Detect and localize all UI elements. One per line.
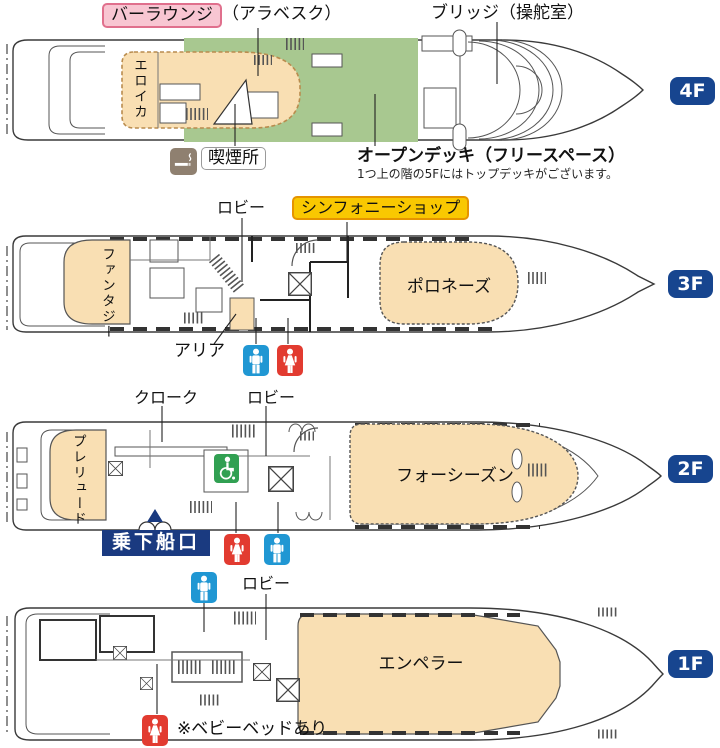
- deck-4f: [6, 22, 644, 151]
- wheelchair-accessible-icon: [214, 454, 239, 483]
- floor-badge-1f: 1F: [668, 650, 713, 678]
- smoking-area-label: 喫煙所: [201, 147, 266, 171]
- male-restroom-icon-1f: [191, 572, 217, 603]
- room-prelude-label: プレリュード: [70, 434, 86, 527]
- leader-lines-2f: [161, 406, 279, 533]
- room-emperor-label: エンペラー: [378, 654, 464, 674]
- floor-badge-4f: 4F: [670, 77, 715, 105]
- baby-bed-note: ※ベビーベッドあり: [177, 719, 328, 739]
- male-restroom-icon-3f: [243, 345, 269, 376]
- room-aria: [229, 297, 255, 331]
- open-deck-note: 1つ上の階の5Fにはトップデッキがございます。: [357, 167, 618, 181]
- boarding-gate-label: 乗下船口: [102, 530, 211, 556]
- deck-4f-interior-details: [157, 38, 304, 128]
- deck-1f: [6, 594, 664, 741]
- room-fantasy: [63, 239, 131, 325]
- room-polonaise: [379, 241, 519, 325]
- leader-lines-1f: [156, 594, 267, 714]
- smoking-icon: [170, 148, 197, 175]
- bridge-label: ブリッジ（操舵室）: [431, 3, 584, 23]
- leader-lines-4f: [234, 22, 498, 146]
- female-restroom-icon-1f: [142, 715, 168, 746]
- male-restroom-icon-2f: [264, 534, 290, 565]
- room-fantasy-label: ファンタジー: [99, 247, 115, 340]
- room-polonaise-label: ポロネーズ: [406, 277, 492, 297]
- deck-2f-interior-details: [108, 423, 548, 531]
- boarding-arrow-icon: [147, 509, 163, 522]
- deck-1f-interior-details: [39, 607, 618, 739]
- floor-badge-3f: 3F: [668, 270, 713, 298]
- lobby-label-3f: ロビー: [217, 198, 266, 217]
- deck-3f-interior-details: [130, 236, 546, 332]
- female-restroom-icon-2f: [224, 534, 250, 565]
- lobby-label-1f: ロビー: [242, 574, 291, 593]
- bridge-windshield-arcs: [467, 39, 563, 141]
- leader-lines-3f: [213, 218, 348, 345]
- room-emperor: [297, 613, 561, 735]
- deck-3f: [6, 218, 656, 345]
- symphony-shop-label: シンフォニーショップ: [292, 196, 470, 220]
- room-four-seasons-label: フォーシーズン: [396, 466, 514, 486]
- room-eroica-label: エロイカ: [131, 58, 147, 120]
- bar-lounge-label: バーラウンジ: [102, 3, 222, 29]
- cloak-label: クローク: [134, 388, 199, 407]
- bar-lounge-name: （アラベスク）: [222, 4, 342, 24]
- deck-2f: [6, 406, 662, 533]
- open-deck-label: オープンデッキ（フリースペース）: [357, 146, 626, 166]
- female-restroom-icon-3f: [277, 345, 303, 376]
- floor-badge-2f: 2F: [668, 455, 713, 483]
- room-prelude: [49, 429, 107, 521]
- room-aria-label: アリア: [174, 341, 225, 361]
- lobby-label-2f: ロビー: [247, 388, 296, 407]
